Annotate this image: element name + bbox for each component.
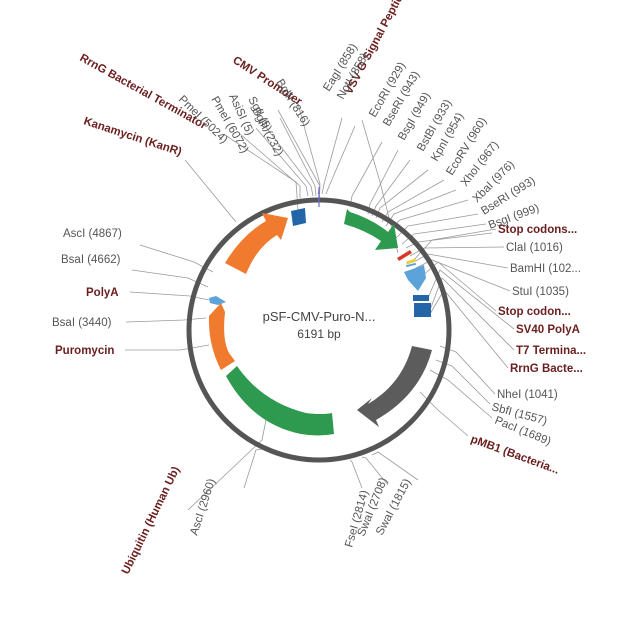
site-leader-line: [395, 213, 479, 239]
feature-label[interactable]: PolyA: [86, 287, 119, 299]
plasmid-size: 6191 bp: [297, 327, 341, 341]
site-leader-line: [409, 246, 505, 257]
feature-label[interactable]: Ubiquitin (Human Ub): [120, 465, 183, 577]
plasmid-name: pSF-CMV-Puro-N...: [263, 309, 376, 324]
restriction-site-label[interactable]: AscI (4867): [63, 228, 122, 240]
feature-leader-line: [125, 344, 210, 351]
site-leader-line: [401, 223, 487, 245]
feature-label[interactable]: SV40 PolyA: [516, 324, 580, 336]
site-leader-line: [381, 179, 445, 223]
restriction-site-label[interactable]: BsaI (4662): [61, 254, 121, 266]
site-leader-line: [239, 133, 301, 198]
site-leader-line: [429, 369, 493, 419]
feature-t7-terminator[interactable]: [414, 303, 431, 317]
feature-label[interactable]: RrnG Bacte...: [510, 363, 583, 375]
feature-leader-line: [427, 269, 515, 330]
site-leader-line: [349, 141, 383, 208]
feature-arc-kanamycin[interactable]: [225, 213, 288, 274]
site-leader-line: [279, 117, 317, 197]
restriction-site-label[interactable]: NheI (1041): [497, 389, 558, 401]
site-leader-line: [243, 448, 263, 489]
site-leader-line: [435, 359, 491, 405]
site-leader-line: [321, 117, 343, 195]
feature-arc-vsv-g[interactable]: [397, 250, 412, 261]
restriction-site-label[interactable]: BamHI (102...: [510, 263, 581, 275]
feature-label[interactable]: T7 Termina...: [516, 345, 586, 357]
feature-leader-line: [184, 159, 237, 223]
site-leader-line: [125, 317, 207, 323]
feature-arc-pmb1[interactable]: [357, 346, 432, 427]
feature-leader-line: [429, 277, 515, 351]
feature-label[interactable]: Puromycin: [55, 345, 114, 357]
feature-arc-puromycin[interactable]: [208, 303, 235, 370]
feature-leader-line: [419, 391, 469, 437]
restriction-site-label[interactable]: ClaI (1016): [506, 242, 563, 254]
feature-arc-stop-codons-2[interactable]: [404, 265, 426, 291]
restriction-site-label[interactable]: AscI (2960): [188, 477, 218, 537]
site-leader-line: [349, 459, 363, 489]
feature-leader-line: [187, 419, 267, 511]
site-leader-line: [325, 125, 356, 195]
feature-leader-line: [129, 291, 210, 301]
site-leader-line: [261, 121, 314, 197]
feature-arc-polya[interactable]: [209, 296, 226, 305]
feature-label[interactable]: Kanamycin (KanR): [82, 115, 183, 158]
site-leader-line: [371, 159, 411, 217]
feature-stop-codons-1[interactable]: [405, 258, 417, 265]
site-leader-line: [131, 269, 209, 288]
feature-label[interactable]: Stop codon...: [498, 306, 571, 318]
site-leader-line: [255, 127, 309, 197]
feature-arcs: [208, 208, 432, 436]
feature-leader-line: [429, 289, 509, 369]
feature-arc-ubiquitin[interactable]: [226, 366, 334, 436]
feature-label[interactable]: Stop codons...: [498, 224, 577, 236]
site-leader-line: [413, 253, 509, 269]
site-leader-line: [361, 456, 389, 486]
feature-sv40-polya[interactable]: [413, 295, 429, 301]
feature-arc-cmv-promoter[interactable]: [344, 209, 398, 250]
restriction-site-label[interactable]: BglII (816): [273, 77, 311, 128]
restriction-site-label[interactable]: StuI (1035): [512, 286, 569, 298]
restriction-site-label[interactable]: BsaI (3440): [52, 317, 112, 329]
site-leader-line: [415, 259, 511, 292]
site-leader-line: [371, 451, 419, 481]
feature-stop-codons-1b: [405, 262, 417, 268]
feature-rrng-terminator[interactable]: [291, 208, 306, 226]
